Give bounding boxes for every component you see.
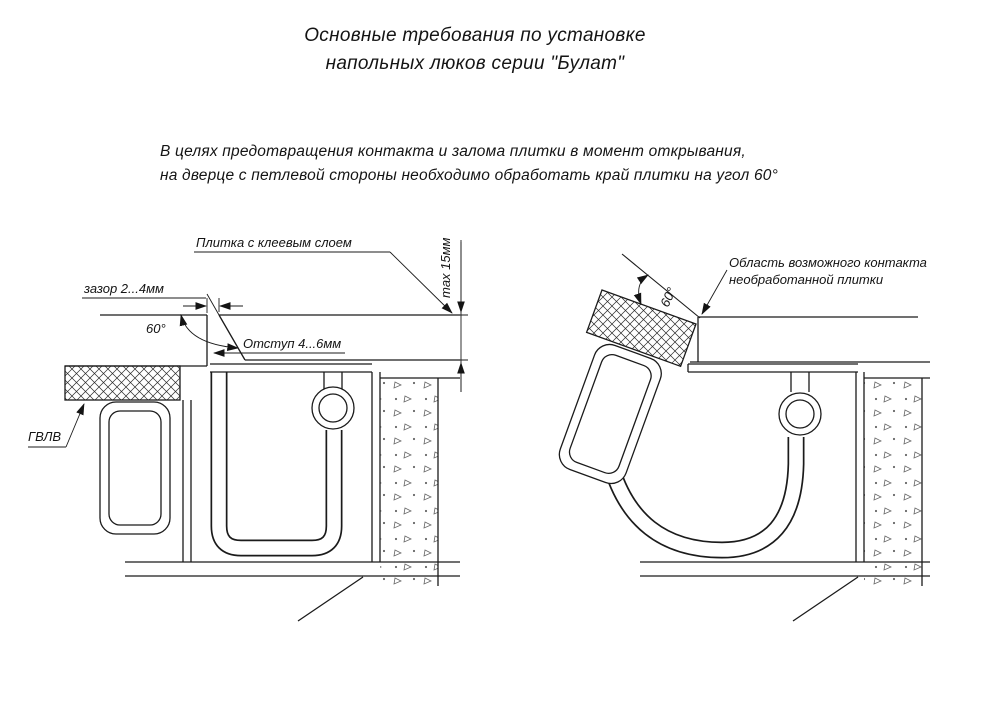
angle-label-left: 60°	[146, 321, 166, 336]
dim-tile-leader	[194, 251, 453, 314]
gvl-label: ГВЛВ	[28, 429, 61, 444]
left-dimensions	[28, 240, 468, 448]
gvl-board-hatch	[64, 365, 181, 401]
door-profile-tube	[210, 372, 343, 557]
offset-label: Отступ 4...6мм	[243, 336, 341, 351]
frame-profile	[99, 401, 171, 535]
contact-leader	[701, 269, 728, 315]
angle-label-right: 60°	[657, 285, 679, 309]
note-line2: на дверце с петлевой стороны необходимо …	[160, 167, 778, 184]
concrete-area-left	[380, 378, 438, 586]
hinge-bracket-right	[790, 372, 810, 392]
dim-max-height	[457, 240, 468, 392]
right-dimensions	[633, 269, 728, 315]
structure-lines-right	[640, 316, 930, 622]
dim-angle-60-right	[633, 274, 649, 305]
tile-glue-label: Плитка с клеевым слоем	[196, 235, 352, 250]
title-line1: Основные требования по установке	[304, 25, 646, 46]
left-diagram: Плитка с клеевым слоем зазор 2...4мм 60°…	[28, 235, 468, 622]
contact-edge-line	[621, 253, 701, 319]
drawing-title: Основные требования по установке напольн…	[0, 22, 950, 78]
contact-label-line1: Область возможного контакта	[729, 255, 927, 270]
open-door-arm-tube	[601, 437, 805, 559]
dim-gvl-leader	[28, 403, 85, 448]
note-line1: В целях предотвращения контакта и залома…	[160, 143, 746, 160]
gap-label: зазор 2...4мм	[83, 281, 164, 296]
right-diagram: Область возможного контакта необработанн…	[558, 253, 930, 622]
tilted-tile-hatch	[585, 289, 697, 368]
dim-gap	[82, 297, 243, 313]
hinge-pin	[311, 386, 355, 430]
tilted-door-profile	[558, 343, 662, 485]
max-height-label: max 15мм	[438, 237, 453, 298]
dim-angle-60	[179, 293, 239, 352]
installation-note: В целях предотвращения контакта и залома…	[160, 140, 778, 188]
contact-label-line2: необработанной плитки	[729, 272, 883, 287]
hinge-pin-right	[778, 392, 822, 436]
concrete-area-right	[864, 378, 922, 586]
title-line2: напольных люков серии "Булат"	[325, 53, 625, 74]
